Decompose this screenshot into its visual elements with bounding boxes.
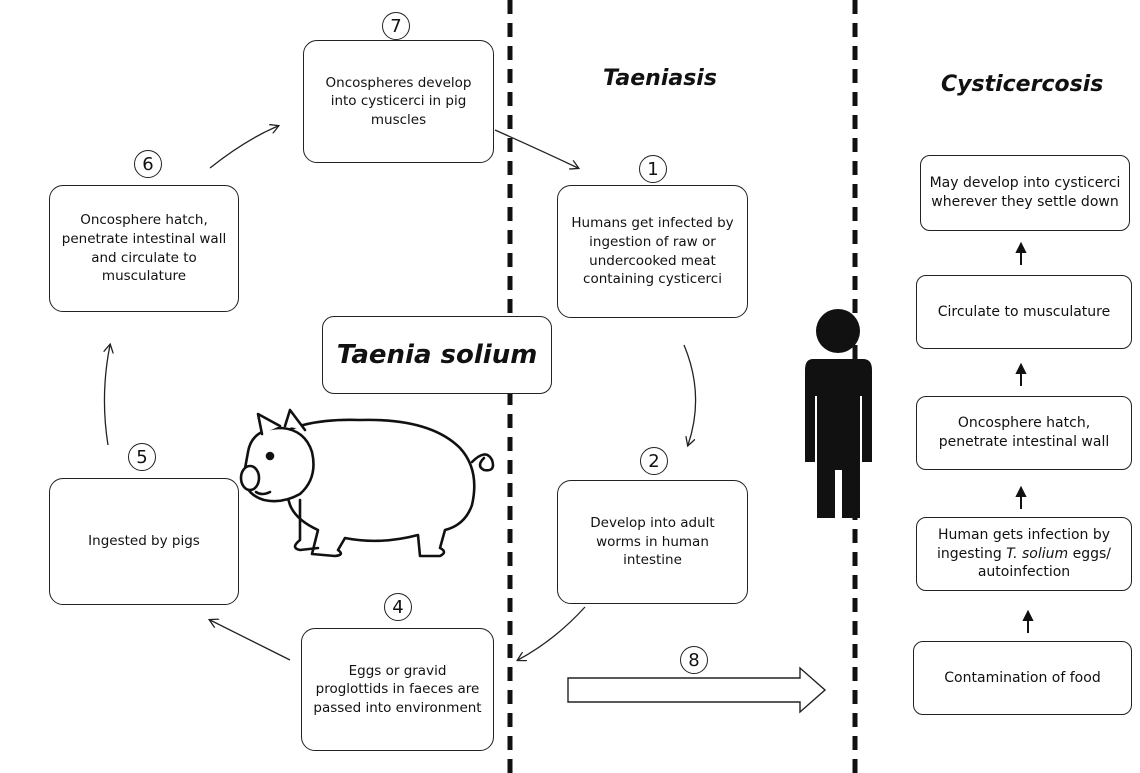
arrow-4-to-5 [210, 620, 291, 661]
step-5-box: Ingested by pigs [49, 478, 239, 605]
step-8-number: 8 [680, 646, 708, 674]
taenia-solium-title: Taenia solium [322, 316, 552, 394]
taeniasis-heading: Taeniasis [603, 66, 717, 91]
arrow-1-to-2 [683, 344, 697, 445]
step-7-box: Oncospheres develop into cysticerci in p… [303, 40, 494, 163]
step-4-box: Eggs or gravid proglottids in faeces are… [301, 628, 494, 751]
cyst-contamination-box: Contamination of food [913, 641, 1132, 715]
step-4-number: 4 [384, 593, 412, 621]
step-7-number: 7 [382, 12, 410, 40]
pig-illustration [239, 408, 495, 558]
cyst-infection-pre: Human gets infection by ingesting [937, 526, 1111, 562]
step-6-box: Oncosphere hatch, penetrate intestinal w… [49, 185, 239, 312]
cyst-infection-text: Human gets infection by ingesting T. sol… [925, 526, 1123, 583]
cyst-develop-box: May develop into cysticerci wherever the… [920, 155, 1130, 231]
arrow-7-to-1 [494, 129, 578, 168]
cysticercosis-heading: Cysticercosis [941, 72, 1104, 97]
step-1-number: 1 [639, 155, 667, 183]
human-silhouette-icon [805, 309, 872, 518]
arrow-5-to-6 [104, 345, 110, 446]
cyst-hatch-box: Oncosphere hatch, penetrate intestinal w… [916, 396, 1132, 470]
step-2-number: 2 [640, 447, 668, 475]
hollow-arrow-8 [567, 666, 827, 714]
cyst-infection-italic: T. solium [1006, 545, 1069, 562]
step-2-box: Develop into adult worms in human intest… [557, 480, 748, 604]
step-1-box: Humans get infected by ingestion of raw … [557, 185, 748, 318]
chain-up-arrows [1015, 241, 1034, 633]
cyst-infection-post: eggs/ autoinfection [977, 545, 1111, 581]
cyst-infection-box: Human gets infection by ingesting T. sol… [916, 517, 1132, 591]
cyst-circulate-box: Circulate to musculature [916, 275, 1132, 349]
arrow-6-to-7 [209, 126, 278, 169]
step-5-number: 5 [128, 443, 156, 471]
step-6-number: 6 [134, 150, 162, 178]
arrow-2-to-4 [518, 606, 586, 660]
